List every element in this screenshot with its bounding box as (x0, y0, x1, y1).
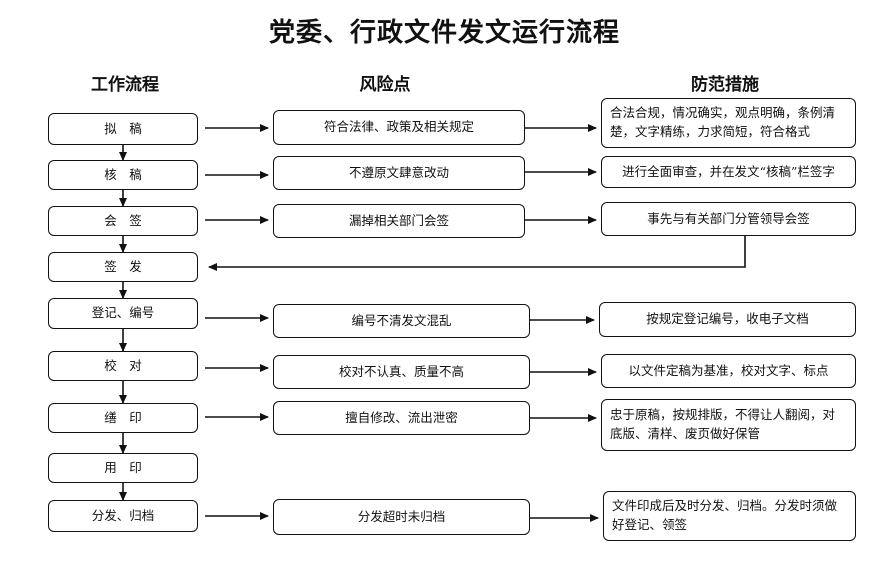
risk-box: 漏掉相关部门会签 (273, 204, 525, 238)
flow-step-countersign: 会 签 (48, 206, 198, 236)
measure-box: 忠于原稿，按规排版，不得让人翻阅，对底版、清样、废页做好保管 (601, 399, 856, 451)
measure-box: 文件印成后及时分发、归档。分发时须做好登记、领签 (603, 491, 856, 541)
column-header-flow: 工作流程 (91, 75, 159, 95)
risk-box: 编号不清发文混乱 (273, 304, 530, 338)
measure-box: 按规定登记编号，收电子文档 (599, 302, 856, 337)
page-title: 党委、行政文件发文运行流程 (268, 18, 620, 48)
flow-step-distribute: 分发、归档 (48, 500, 198, 532)
measure-box: 事先与有关部门分管领导会签 (601, 202, 856, 236)
measure-box: 进行全面审查，并在发文“核稿”栏签字 (601, 156, 856, 188)
flow-step-register: 登记、编号 (48, 298, 198, 329)
risk-box: 校对不认真、质量不高 (273, 355, 530, 389)
risk-box: 符合法律、政策及相关规定 (273, 110, 525, 145)
risk-box: 不遵原文肆意改动 (273, 156, 525, 190)
measure-box: 合法合规，情况确实，观点明确，条例清楚，文字精练，力求简短，符合格式 (601, 98, 856, 148)
feedback-arrow (208, 236, 746, 271)
column-header-risk: 风险点 (359, 75, 411, 95)
risk-box: 擅自修改、流出泄密 (273, 401, 530, 435)
flow-step-issue: 签 发 (48, 252, 198, 282)
flow-step-review: 核 稿 (48, 160, 198, 190)
flow-step-seal: 用 印 (48, 453, 198, 483)
risk-box: 分发超时未归档 (273, 499, 530, 535)
flow-step-proofread: 校 对 (48, 351, 198, 381)
column-header-measures: 防范措施 (691, 75, 759, 95)
flow-step-draft: 拟 稿 (48, 113, 198, 145)
flow-step-print: 缮 印 (48, 403, 198, 433)
measure-box: 以文件定稿为基准，校对文字、标点 (601, 354, 856, 388)
